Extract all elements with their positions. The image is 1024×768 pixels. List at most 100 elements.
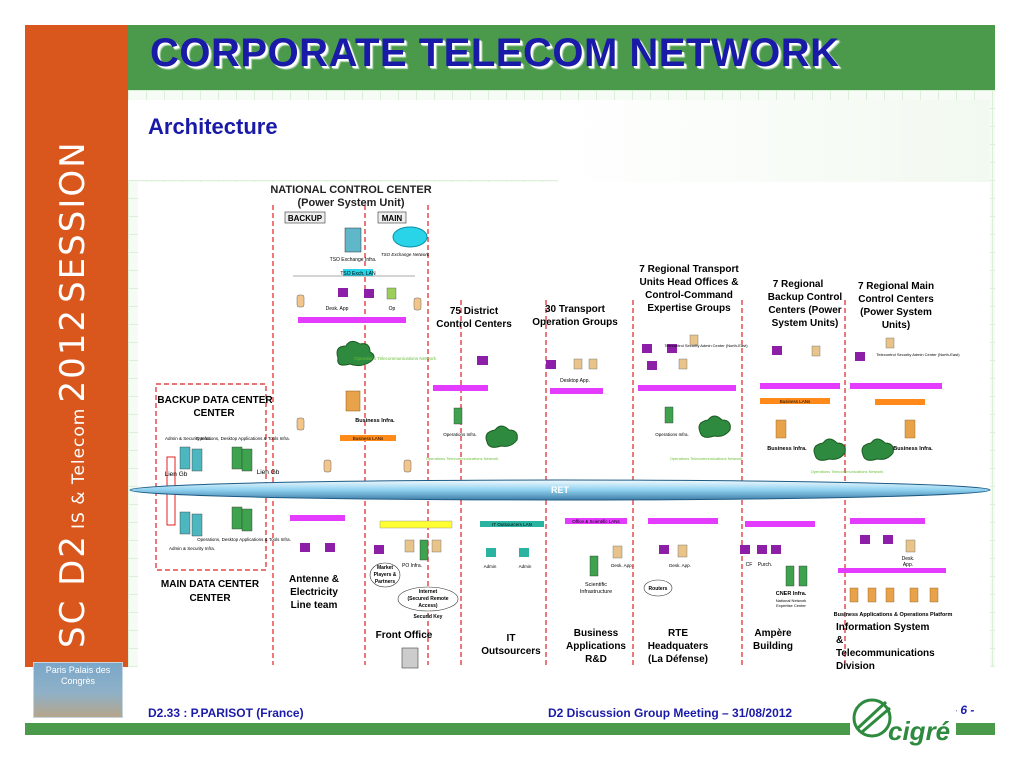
ncc-title: NATIONAL CONTROL CENTER — [270, 184, 431, 196]
district-title: 75 District — [450, 306, 499, 317]
tso-infra-label: TSO Exchange Infra. — [330, 257, 377, 263]
business-server-icon — [345, 390, 361, 412]
it-lan-label: IT Outsourcers LAN — [492, 522, 532, 527]
cner-sub-label: National Network — [776, 598, 806, 603]
svg-text:7 Regional: 7 Regional — [773, 279, 824, 290]
desk-app-icon — [338, 288, 348, 297]
svg-text:(La Défense): (La Défense) — [648, 654, 708, 665]
cf-label: CF — [746, 562, 753, 568]
admin-label-1: Admin — [484, 564, 497, 569]
svg-text:RTE: RTE — [668, 628, 688, 639]
svg-text:Infrastructure: Infrastructure — [580, 589, 612, 595]
securid-label: SecurId Key — [414, 614, 443, 620]
tso-network-cloud-icon — [392, 226, 428, 248]
ops-net-label: Operations Telecommunications Network — [354, 356, 436, 361]
district-title-2: Control Centers — [436, 319, 512, 330]
diagram-area — [138, 182, 990, 672]
routers-label: Routers — [649, 586, 668, 592]
svg-text:Electricity: Electricity — [290, 587, 338, 598]
main-label: MAIN — [382, 214, 403, 223]
regional-backup-title: 7 Regional Backup Control Centers (Power… — [768, 279, 843, 329]
svg-text:Expertise Groups: Expertise Groups — [647, 303, 731, 314]
desktop-app-label: Desktop App. — [560, 378, 590, 384]
svg-text:7 Regional Transport: 7 Regional Transport — [639, 264, 739, 275]
footer-bar — [25, 723, 995, 735]
cner-label: CNER Infra. — [776, 591, 807, 597]
svg-text:Headquaters: Headquaters — [648, 641, 709, 652]
office-lan-label: Office & Scientific LANs — [572, 519, 620, 524]
lien-gb-left: Lien Gb — [165, 471, 188, 478]
backup-dc-title: BACKUP DATA CENTER — [157, 395, 273, 406]
svg-text:Ampère: Ampère — [754, 628, 792, 639]
ops-infra-label-2: Operations Infra. — [655, 432, 689, 437]
upper-lan-bars — [433, 383, 942, 394]
svg-text:(Secured Remote: (Secured Remote — [407, 596, 448, 602]
admin-security-label-2: Admin & Security Infra. — [169, 546, 215, 551]
transport-title-2: Operation Groups — [532, 317, 618, 328]
isd-title: Information System & Telecommunications … — [836, 622, 935, 672]
ncc-subtitle: (Power System Unit) — [298, 197, 405, 209]
lien-gb-right: Lien Gb — [257, 469, 280, 476]
svg-text:Backup Control: Backup Control — [768, 292, 843, 303]
po-infra-label: PO Infra. — [402, 563, 422, 569]
svg-text:Business: Business — [574, 628, 619, 639]
svg-text:Building: Building — [753, 641, 793, 652]
business-apps-title: Business Applications R&D — [566, 628, 626, 665]
page-subtitle: Architecture — [148, 114, 278, 139]
tso-lan-label: TSO Exch. LAN — [340, 271, 376, 277]
regional-main-title: 7 Regional Main Control Centers (Power S… — [858, 281, 934, 331]
svg-text:IT: IT — [507, 633, 516, 644]
ops-cloud-icon — [336, 340, 375, 367]
business-lans-label: Business LANs — [353, 436, 384, 441]
regional-business-infra-2: Business Infra. — [893, 446, 933, 452]
page-number: - 6 - — [953, 703, 975, 717]
server-icon — [401, 647, 419, 669]
rte-hq-title: RTE Headquaters (La Défense) — [648, 628, 709, 665]
svg-text:Units Head Offices &: Units Head Offices & — [640, 277, 739, 288]
footer-author: D2.33 : P.PARISOT (France) — [148, 706, 304, 720]
svg-text:Division: Division — [836, 661, 875, 672]
svg-text:7 Regional Main: 7 Regional Main — [858, 281, 934, 292]
svg-text:Partners: Partners — [375, 579, 396, 585]
main-dc-title: MAIN DATA CENTER — [161, 579, 260, 590]
regional-business-lans-label: Business LANs — [780, 399, 811, 404]
svg-text:Telecommunications: Telecommunications — [836, 648, 935, 659]
ops-desktop-label-2: Operations, Desktop Applications & Tools… — [197, 537, 291, 542]
backup-dc-sub: CENTER — [193, 408, 235, 419]
backup-label: BACKUP — [288, 214, 323, 223]
it-outsourcers-title: IT Outsourcers — [481, 633, 541, 657]
page-title: CORPORATE TELECOM NETWORK — [150, 31, 840, 75]
svg-text:Centers (Power: Centers (Power — [768, 305, 841, 316]
svg-text:Desk. App.: Desk. App. — [669, 563, 691, 568]
telecontrol-label-1: Telecontrol Security Admin Center (North… — [664, 343, 748, 348]
desk-app-label: Desk. App — [326, 306, 349, 312]
tso-server-icon — [344, 227, 362, 253]
business-infra-label: Business Infra. — [355, 418, 395, 424]
cigre-logo: cigré — [850, 694, 956, 760]
internet-label: Internet — [419, 589, 438, 595]
regional-business-infra-1: Business Infra. — [767, 446, 807, 452]
subtitle-area — [128, 100, 558, 180]
session-banner — [25, 25, 128, 667]
admin-label-2: Admin — [519, 564, 532, 569]
svg-text:(Power System: (Power System — [860, 307, 932, 318]
title-bar — [128, 25, 995, 90]
svg-text:App.: App. — [903, 562, 913, 568]
svg-text:Units): Units) — [882, 320, 910, 331]
ncc-lan-bar — [298, 317, 406, 323]
svg-text:Line team: Line team — [291, 600, 338, 611]
svg-text:Outsourcers: Outsourcers — [481, 646, 541, 657]
svg-text:Expertise Center: Expertise Center — [776, 603, 806, 608]
svg-text:Players &: Players & — [374, 572, 397, 578]
ret-label: RET — [551, 485, 570, 495]
svg-text:Access): Access) — [418, 603, 438, 609]
telecontrol-label-2: Telecontrol Security Admin Center (North… — [876, 352, 960, 357]
purch-label: Purch. — [758, 562, 772, 568]
svg-text:Desk. App.: Desk. App. — [611, 563, 633, 568]
svg-text:Information System: Information System — [836, 622, 929, 633]
diagram-fade — [558, 100, 990, 182]
svg-text:Applications: Applications — [566, 641, 626, 652]
svg-text:Antenne &: Antenne & — [289, 574, 339, 585]
ops-desktop-label: Operations, Desktop Applications & Tools… — [196, 436, 290, 441]
